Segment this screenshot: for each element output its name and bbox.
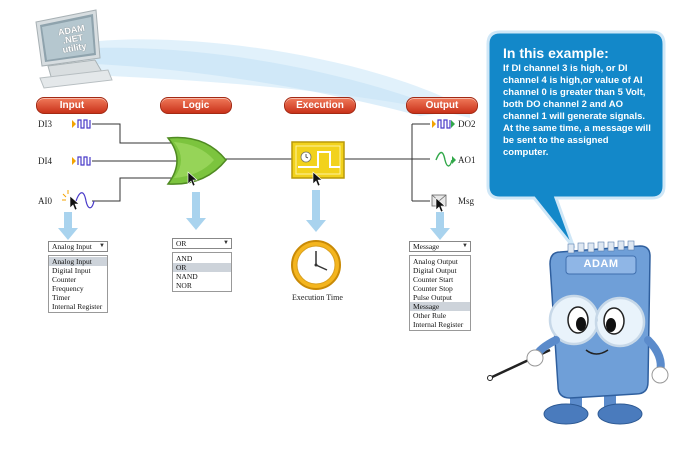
dropdown-option[interactable]: Pulse Output <box>413 293 452 302</box>
input-label-di4: DI4 <box>38 156 52 166</box>
logic-dropdown[interactable]: OR▼ AND OR NAND NOR <box>172 238 232 292</box>
dropdown-option[interactable]: AND <box>176 254 193 263</box>
chevron-down-icon: ▼ <box>99 243 105 249</box>
output-dropdown[interactable]: Message▼ Analog Output Digital Output Co… <box>409 241 471 331</box>
arrow-down-output <box>430 212 450 240</box>
arrow-down-logic <box>186 192 206 230</box>
analog-signal-icon-ao1 <box>435 151 456 167</box>
input-wires <box>92 123 430 202</box>
adam-mascot <box>487 240 669 425</box>
logic-dropdown-selected[interactable]: OR▼ <box>172 238 232 249</box>
digital-signal-icon-di3 <box>72 119 91 129</box>
input-label-ai0: AI0 <box>38 196 52 206</box>
digital-signal-icon-di4 <box>72 156 91 166</box>
header-input: Input <box>36 97 108 114</box>
dropdown-option[interactable]: Message <box>410 302 470 311</box>
dropdown-option[interactable]: Counter <box>52 275 77 284</box>
output-label-msg: Msg <box>458 196 475 206</box>
mascot-label: ADAM <box>583 258 619 270</box>
input-dropdown[interactable]: Analog Input▼ Analog Input Digital Input… <box>48 241 108 313</box>
dropdown-option[interactable]: Counter Stop <box>413 284 453 293</box>
input-dropdown-selected[interactable]: Analog Input▼ <box>48 241 108 252</box>
arrow-down-execution <box>306 190 326 232</box>
output-dropdown-selected[interactable]: Message▼ <box>409 241 471 252</box>
dropdown-option[interactable]: Internal Register <box>413 320 464 329</box>
monitor-icon <box>35 9 113 89</box>
chevron-down-icon: ▼ <box>223 240 229 246</box>
dropdown-option[interactable]: Digital Input <box>52 266 91 275</box>
output-dropdown-list: Analog Output Digital Output Counter Sta… <box>409 255 471 331</box>
speech-bubble <box>486 30 666 249</box>
bubble-body: If DI channel 3 is high, or DI channel 4… <box>503 63 651 158</box>
analog-signal-icon-ai0 <box>75 192 95 209</box>
dropdown-option[interactable]: Counter Start <box>413 275 454 284</box>
cursor-icon <box>69 171 446 213</box>
dropdown-option[interactable]: Other Rule <box>413 311 447 320</box>
input-label-di3: DI3 <box>38 119 52 129</box>
clock-icon <box>291 240 341 290</box>
dropdown-option[interactable]: Digital Output <box>413 266 457 275</box>
execution-box-icon <box>291 141 345 179</box>
header-output: Output <box>406 97 478 114</box>
dropdown-option[interactable]: OR <box>173 263 231 272</box>
dropdown-option[interactable]: Analog Output <box>413 257 458 266</box>
chevron-down-icon: ▼ <box>462 243 468 249</box>
dropdown-option[interactable]: NOR <box>176 281 192 290</box>
output-label-do2: DO2 <box>458 119 476 129</box>
bubble-title: In this example: <box>503 45 609 61</box>
dropdown-option[interactable]: Internal Register <box>52 302 103 311</box>
dropdown-option[interactable]: Frequency <box>52 284 84 293</box>
input-dropdown-list: Analog Input Digital Input Counter Frequ… <box>48 255 108 313</box>
header-logic: Logic <box>160 97 232 114</box>
dropdown-option[interactable]: Analog Input <box>49 257 107 266</box>
or-gate-icon <box>166 136 227 185</box>
arrow-down-input <box>58 212 78 240</box>
digital-signal-icon-do2 <box>432 119 455 129</box>
bubble-content: In this example: If DI channel 3 is high… <box>503 46 651 159</box>
output-label-ao1: AO1 <box>458 155 476 165</box>
header-execution: Execution <box>284 97 356 114</box>
logic-dropdown-list: AND OR NAND NOR <box>172 252 232 292</box>
execution-time-label: Execution Time <box>292 293 343 302</box>
dropdown-option[interactable]: Timer <box>52 293 71 302</box>
dropdown-option[interactable]: NAND <box>176 272 198 281</box>
